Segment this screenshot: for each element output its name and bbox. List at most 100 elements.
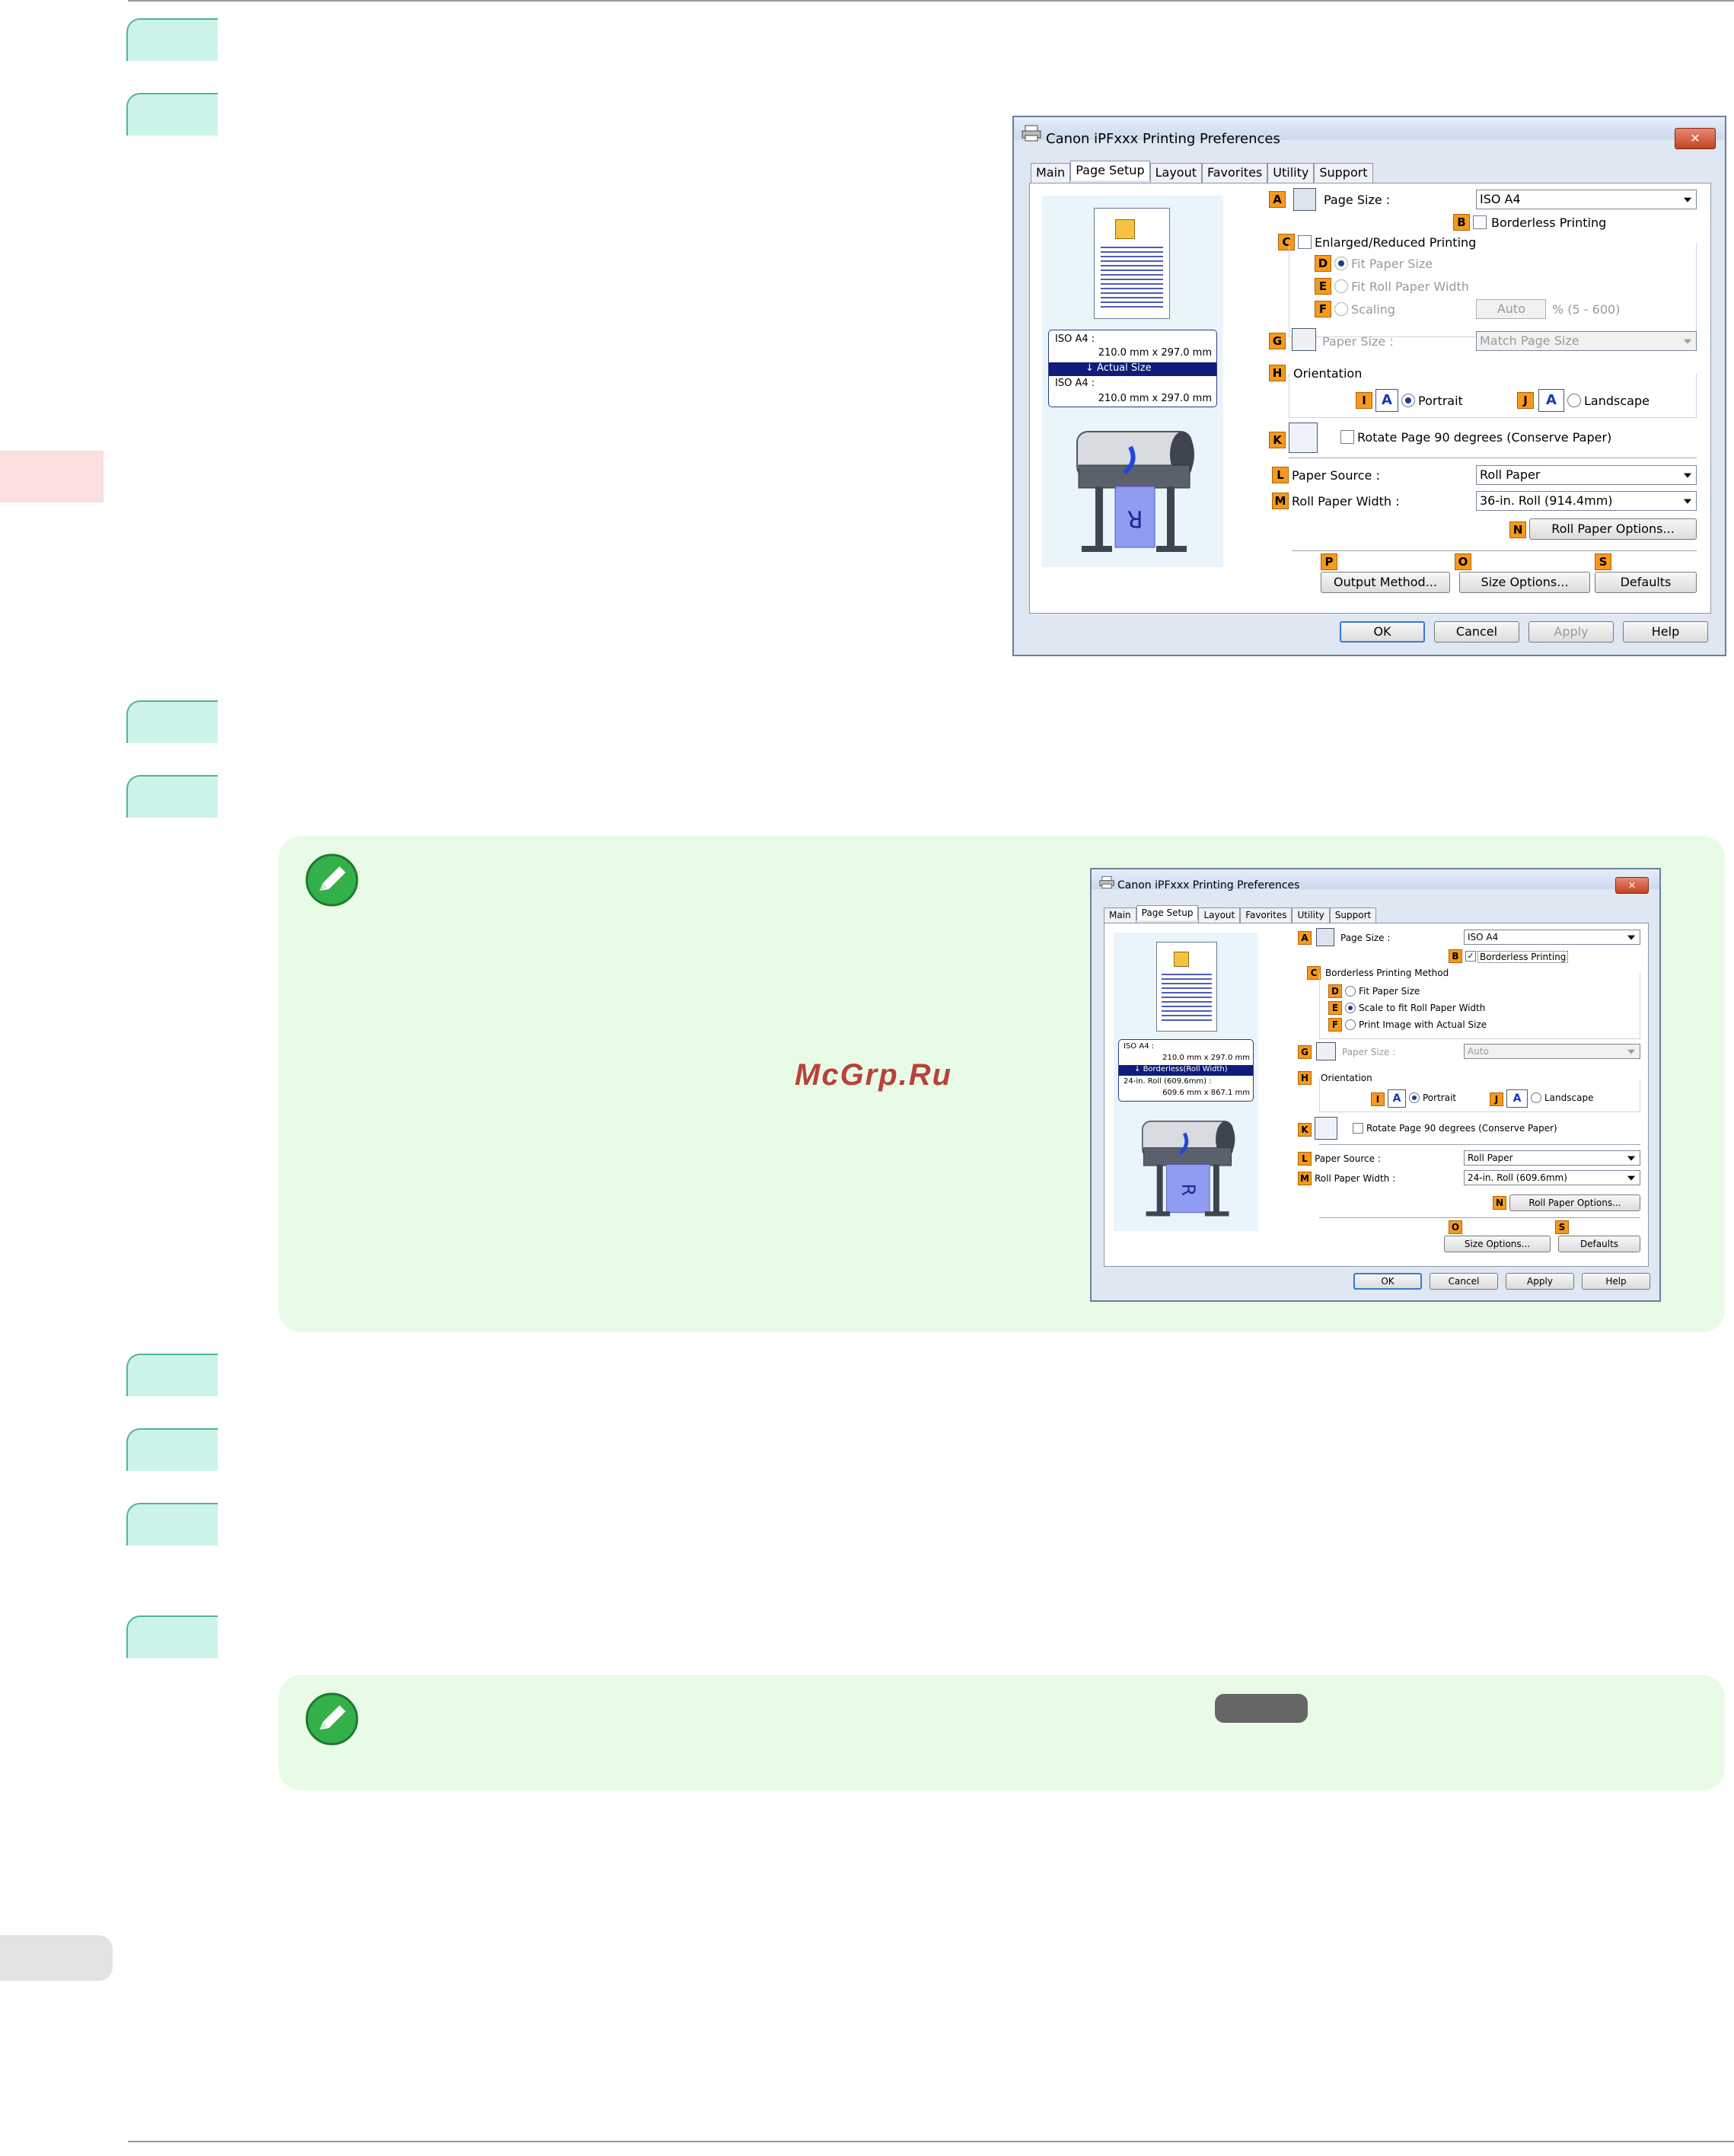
key-i: I — [1371, 1092, 1385, 1106]
key-m: M — [1272, 493, 1289, 509]
key-badge — [1215, 1694, 1308, 1723]
key-g: G — [1269, 333, 1286, 349]
info-line: Actual Size — [1097, 362, 1152, 374]
borderless-checkbox[interactable]: ✓ — [1465, 951, 1476, 962]
bottom-rule — [128, 2141, 1734, 2142]
fit-roll-radio[interactable] — [1334, 279, 1348, 293]
tab-page-setup[interactable]: Page Setup — [1070, 161, 1150, 180]
ok-button[interactable]: OK — [1340, 621, 1425, 643]
cancel-button[interactable]: Cancel — [1434, 621, 1519, 643]
roll-paper-options-button[interactable]: Roll Paper Options... — [1529, 518, 1697, 540]
key-m: M — [1298, 1172, 1312, 1185]
rotate-checkbox[interactable] — [1353, 1123, 1363, 1134]
fit-paper-radio[interactable] — [1345, 986, 1356, 997]
actual-size-radio[interactable] — [1345, 1019, 1356, 1030]
roll-width-value: 24-in. Roll (609.6mm) — [1468, 1172, 1567, 1183]
help-button[interactable]: Help — [1582, 1273, 1650, 1290]
size-options-button[interactable]: Size Options... — [1459, 572, 1590, 593]
step-marker-8 — [126, 1615, 218, 1658]
borderless-label: Borderless Printing — [1491, 215, 1607, 230]
scale-roll-radio[interactable] — [1345, 1003, 1356, 1013]
page-size-label: Page Size : — [1324, 193, 1391, 207]
paper-size-value: Auto — [1468, 1046, 1489, 1057]
tab-main[interactable]: Main — [1104, 907, 1136, 923]
roll-width-select[interactable]: 24-in. Roll (609.6mm) — [1464, 1170, 1640, 1185]
portrait-radio[interactable] — [1409, 1092, 1420, 1103]
roll-paper-options-button[interactable]: Roll Paper Options... — [1509, 1194, 1640, 1211]
tab-support[interactable]: Support — [1314, 163, 1373, 183]
scaling-radio[interactable] — [1334, 302, 1348, 316]
info-line: 210.0 mm x 297.0 mm — [1098, 393, 1212, 404]
paper-size-select[interactable]: Match Page Size — [1476, 331, 1697, 351]
tab-main[interactable]: Main — [1031, 163, 1071, 183]
tab-support[interactable]: Support — [1329, 907, 1377, 923]
close-icon: ✕ — [1690, 131, 1701, 145]
help-button[interactable]: Help — [1623, 621, 1708, 643]
info-line: Borderless(Roll Width) — [1143, 1065, 1228, 1073]
page-size-select[interactable]: ISO A4 — [1464, 930, 1640, 945]
landscape-label: Landscape — [1544, 1092, 1594, 1103]
paper-size-label: Paper Size : — [1322, 334, 1394, 349]
paper-source-select[interactable]: Roll Paper — [1476, 465, 1697, 485]
key-h: H — [1298, 1071, 1312, 1085]
paper-source-select[interactable]: Roll Paper — [1464, 1150, 1640, 1166]
portrait-label: Portrait — [1423, 1092, 1457, 1103]
preview-area: ISO A4 : 210.0 mm x 297.0 mm ↓ Borderles… — [1114, 933, 1258, 1231]
title-bar — [1014, 117, 1725, 140]
paper-size-icon — [1292, 328, 1316, 351]
info-line-highlight: ↓ Borderless(Roll Width) — [1119, 1065, 1253, 1076]
key-j: J — [1517, 392, 1534, 409]
page-size-select[interactable]: ISO A4 — [1476, 190, 1697, 209]
printing-preferences-dialog: Canon iPFxxx Printing Preferences ✕ Main… — [1012, 116, 1726, 656]
info-line-highlight: ↓ Actual Size — [1049, 362, 1216, 376]
info-line: 24-in. Roll (609.6mm) : — [1124, 1077, 1212, 1086]
tab-utility[interactable]: Utility — [1292, 907, 1330, 923]
rotate-checkbox[interactable] — [1340, 430, 1354, 444]
tab-favorites[interactable]: Favorites — [1201, 163, 1268, 183]
key-j: J — [1490, 1092, 1503, 1106]
cancel-button[interactable]: Cancel — [1430, 1273, 1498, 1290]
size-info-box: ISO A4 : 210.0 mm x 297.0 mm ↓ Borderles… — [1118, 1039, 1254, 1102]
key-k: K — [1269, 432, 1286, 448]
borderless-checkbox[interactable] — [1473, 215, 1487, 229]
ok-button[interactable]: OK — [1353, 1273, 1422, 1290]
rotate-label: Rotate Page 90 degrees (Conserve Paper) — [1366, 1123, 1557, 1134]
apply-button[interactable]: Apply — [1506, 1273, 1574, 1290]
paper-size-label: Paper Size : — [1342, 1047, 1396, 1057]
fit-paper-radio[interactable] — [1334, 257, 1348, 270]
close-button[interactable]: ✕ — [1615, 877, 1649, 894]
dialog-title: Canon iPFxxx Printing Preferences — [1117, 879, 1300, 891]
key-l: L — [1272, 467, 1289, 483]
output-method-button[interactable]: Output Method... — [1321, 572, 1450, 593]
apply-button[interactable]: Apply — [1528, 621, 1614, 643]
key-h: H — [1269, 365, 1286, 381]
landscape-radio[interactable] — [1567, 394, 1581, 407]
preview-area: ISO A4 : 210.0 mm x 297.0 mm ↓ Actual Si… — [1042, 196, 1223, 567]
paper-source-value: Roll Paper — [1480, 467, 1541, 482]
close-button[interactable]: ✕ — [1675, 128, 1716, 149]
key-a: A — [1298, 931, 1312, 945]
landscape-radio[interactable] — [1531, 1092, 1541, 1103]
tab-layout[interactable]: Layout — [1149, 163, 1202, 183]
scaling-spinner[interactable]: Auto — [1476, 299, 1546, 319]
key-f: F — [1315, 301, 1331, 317]
separator — [1319, 1217, 1640, 1218]
defaults-button[interactable]: Defaults — [1558, 1236, 1640, 1252]
key-e: E — [1315, 278, 1331, 295]
info-line: 210.0 mm x 297.0 mm — [1162, 1054, 1250, 1062]
step-marker-3 — [126, 700, 218, 743]
paper-size-select[interactable]: Auto — [1464, 1044, 1640, 1059]
paper-size-value: Match Page Size — [1480, 333, 1579, 348]
roll-width-select[interactable]: 36-in. Roll (914.4mm) — [1476, 491, 1697, 511]
enlarged-checkbox[interactable] — [1298, 235, 1312, 249]
enlarged-label: Enlarged/Reduced Printing — [1315, 235, 1477, 250]
size-options-button[interactable]: Size Options... — [1444, 1236, 1551, 1252]
defaults-button[interactable]: Defaults — [1595, 572, 1697, 593]
key-a: A — [1269, 191, 1286, 208]
tab-favorites[interactable]: Favorites — [1240, 907, 1293, 923]
tab-layout[interactable]: Layout — [1198, 907, 1241, 923]
portrait-radio[interactable] — [1401, 394, 1415, 407]
key-s: S — [1555, 1220, 1569, 1234]
tab-page-setup[interactable]: Page Setup — [1136, 905, 1199, 920]
tab-utility[interactable]: Utility — [1267, 163, 1315, 183]
